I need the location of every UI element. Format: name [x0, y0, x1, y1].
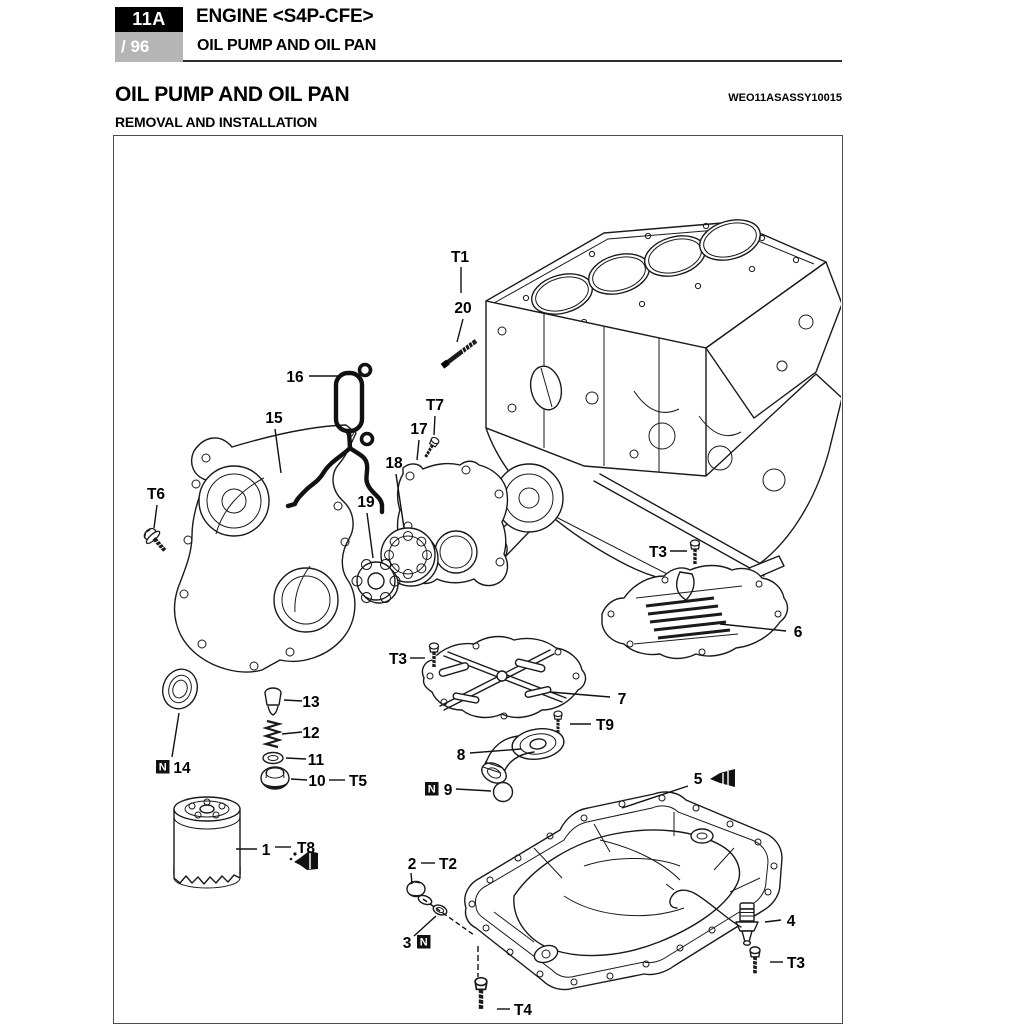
dowel-pin-5-icon [710, 769, 735, 787]
n-mark-9: N [425, 782, 439, 796]
baffle-plate-7-drawing [421, 635, 587, 720]
callout-7: 7 [618, 691, 627, 708]
callout-t1: T1 [451, 249, 469, 266]
oil-filter-drawing [173, 796, 241, 889]
callout-14: 14 [173, 760, 191, 777]
relief-spring-12-drawing [261, 719, 284, 749]
callout-13: 13 [302, 694, 320, 711]
oil-pressure-switch-4-drawing [665, 883, 759, 946]
oil-pan-drawing [464, 791, 783, 991]
drain-plug-2-drawing [406, 880, 433, 906]
chapter-code-tab: 11A [115, 7, 183, 32]
header-rule [183, 60, 842, 62]
page-subtitle: REMOVAL AND INSTALLATION [115, 114, 318, 130]
callout-17: 17 [410, 421, 427, 438]
page-indicator-tab: / 96 [115, 32, 183, 62]
oil-strainer-8-drawing [481, 728, 565, 784]
n-mark-3: N [417, 935, 431, 949]
relief-plunger-13-drawing [264, 687, 282, 716]
callout-t2: T2 [439, 856, 457, 873]
exploded-view-frame: N N N T1 20 16 15 T7 17 18 T6 19 T3 6 T3… [113, 135, 843, 1024]
callout-t4: T4 [514, 1002, 532, 1019]
inner-rotor-19-drawing [351, 559, 401, 604]
callout-2: 2 [408, 856, 417, 873]
screw-t7-drawing [420, 434, 442, 461]
bolt-t4-drawing [475, 978, 487, 1009]
callout-t3-lower: T3 [787, 955, 805, 972]
callout-8: 8 [457, 747, 466, 764]
oil-pump-case-drawing [173, 424, 357, 673]
timing-gasket-16-drawing [285, 362, 385, 515]
outer-rotor-18-drawing [380, 527, 439, 587]
engine-group-title: ENGINE <S4P-CFE> [196, 6, 374, 27]
o-ring-9-drawing [492, 781, 514, 803]
leader-lines [153, 267, 787, 1010]
document-code: WEO11ASASSY10015 [728, 92, 842, 104]
callout-16: 16 [286, 369, 304, 386]
n-mark-14: N [156, 760, 170, 774]
bolt-t9-drawing [552, 709, 564, 735]
under-cover-6-drawing [601, 564, 789, 660]
callout-t3-mid: T3 [389, 651, 407, 668]
bolt-t6-drawing [143, 527, 167, 552]
bolt-t3-lower-drawing [748, 945, 762, 976]
washer-11-drawing [262, 751, 284, 765]
n-mark-letter: N [428, 784, 436, 796]
exploded-diagram: N N N T1 20 16 15 T7 17 18 T6 19 T3 6 T3… [143, 219, 841, 1019]
stud-20-drawing [440, 339, 478, 369]
callout-4: 4 [787, 913, 796, 930]
callout-t6: T6 [147, 486, 165, 503]
callout-10: 10 [308, 773, 325, 790]
n-mark-letter: N [159, 762, 167, 774]
callout-3: 3 [403, 935, 412, 952]
callout-18: 18 [385, 455, 403, 472]
relief-plug-10-drawing [260, 766, 290, 790]
callout-12: 12 [302, 725, 319, 742]
callout-19: 19 [357, 494, 375, 511]
callout-t7: T7 [426, 397, 444, 414]
callout-15: 15 [265, 410, 283, 427]
callout-t9: T9 [596, 717, 614, 734]
callout-t8: T8 [297, 840, 315, 857]
callout-t5: T5 [349, 773, 367, 790]
n-mark-letter: N [420, 937, 428, 949]
callout-1: 1 [262, 842, 271, 859]
engine-block-drawing [478, 219, 841, 609]
callout-6: 6 [794, 624, 803, 641]
callout-9: 9 [444, 782, 453, 799]
header-section-title: OIL PUMP AND OIL PAN [197, 37, 377, 54]
callout-20: 20 [454, 300, 471, 317]
sealant-tube-icon [289, 851, 318, 870]
callout-t3-upper: T3 [649, 544, 667, 561]
callout-5: 5 [694, 771, 703, 788]
page-title: OIL PUMP AND OIL PAN [115, 83, 350, 106]
oil-seal-14-drawing [161, 668, 199, 710]
callout-11: 11 [308, 752, 325, 769]
